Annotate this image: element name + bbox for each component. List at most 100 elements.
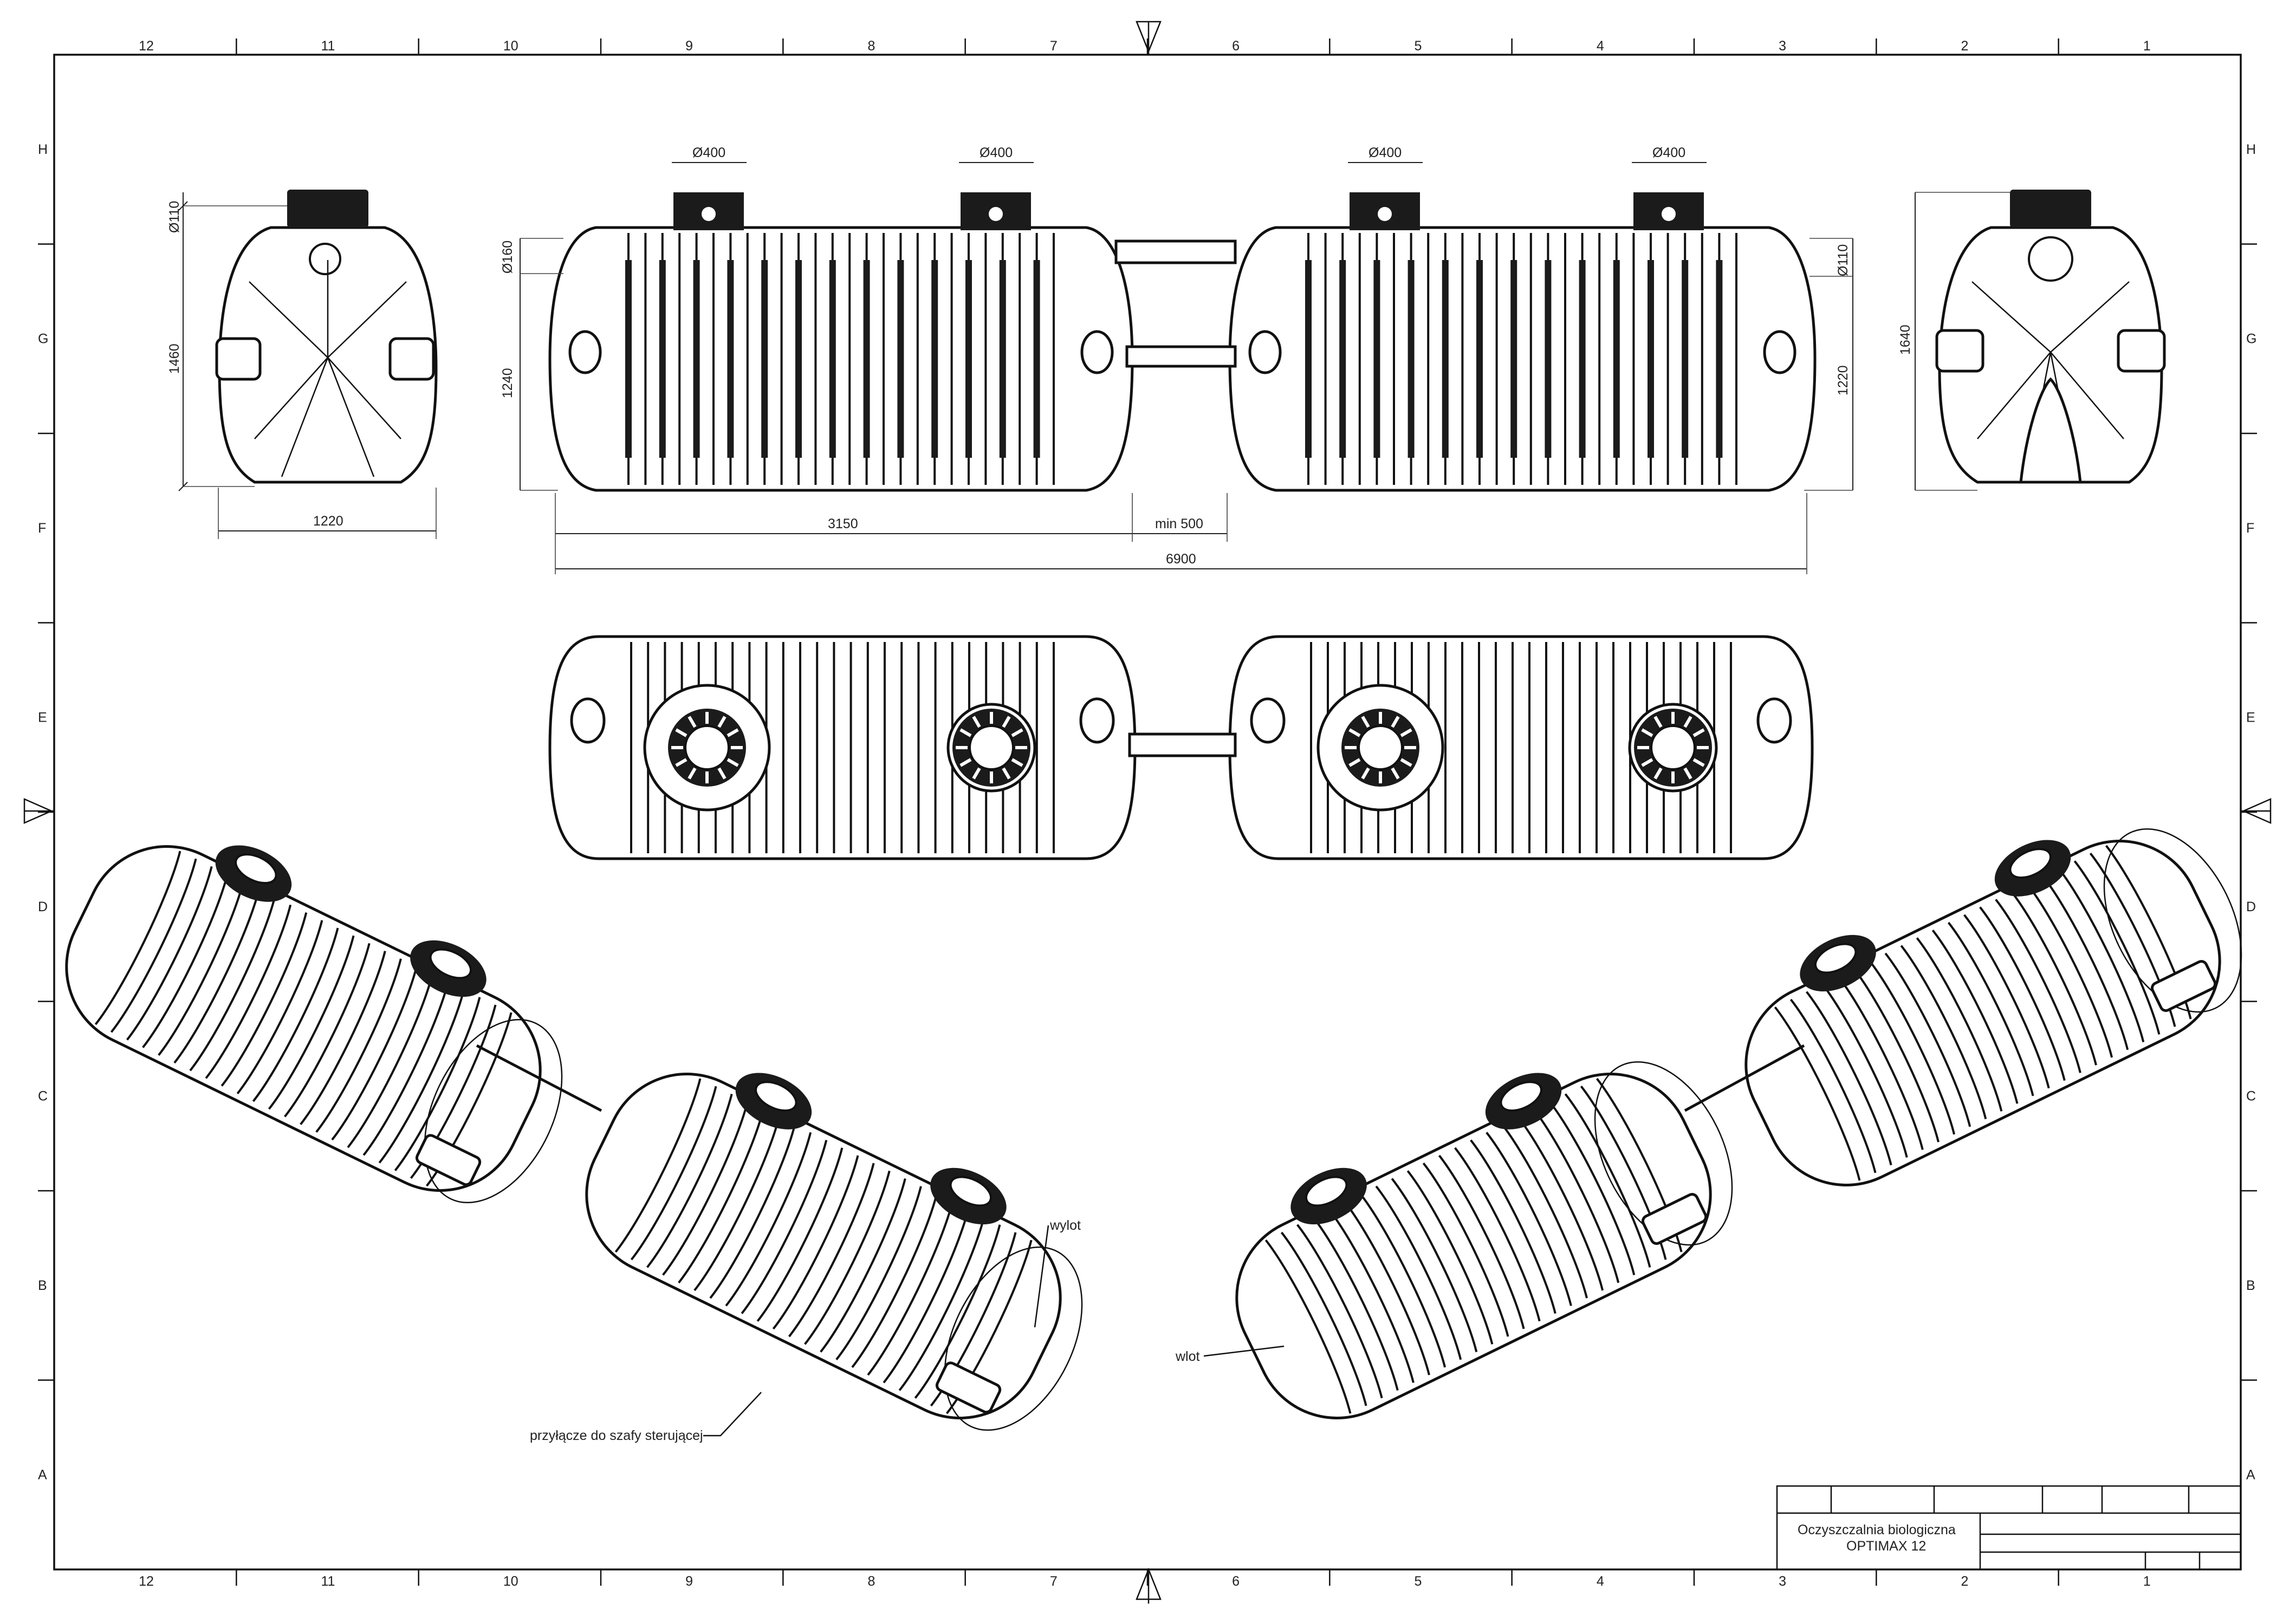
- iso-tank-rib: [756, 1147, 844, 1322]
- column-label: 8: [868, 38, 875, 54]
- tank-end-handle: [1763, 330, 1796, 374]
- iso-tank-rib: [851, 1193, 938, 1368]
- tank-end-handle: [570, 697, 606, 744]
- tank-end-handle: [1250, 697, 1286, 744]
- iso-tank-rib: [1264, 1239, 1352, 1414]
- callout-outlet: wylot: [1049, 1218, 1081, 1233]
- tank-body: [548, 226, 1134, 492]
- tank-rib-band: [1408, 260, 1415, 458]
- row-label: D: [2246, 899, 2256, 914]
- iso-left-connector: [476, 1044, 602, 1112]
- tank-rib-band: [625, 260, 632, 458]
- iso-tank-rib: [220, 912, 308, 1087]
- iso-tank-rib: [1344, 1201, 1430, 1376]
- iso-tank-rib: [362, 981, 450, 1156]
- hatch-lid-spoke: [1348, 728, 1361, 737]
- iso-left-tank-1: [65, 845, 563, 1204]
- callout-inlet: wlot: [1175, 1349, 1200, 1364]
- iso-tank-rib: [1947, 922, 2034, 1097]
- hatch-lid-spoke: [687, 767, 697, 780]
- iso-tank-rib: [331, 966, 418, 1141]
- hatch-lid-spoke: [717, 767, 727, 780]
- hatch-lid-spoke: [1692, 728, 1705, 737]
- iso-tank-rib: [709, 1124, 796, 1299]
- end-view-right-hatch: [2010, 190, 2091, 228]
- iso-tank-rib: [1422, 1162, 1509, 1337]
- tank-rib-band: [659, 260, 666, 458]
- top-view-connector: [1128, 732, 1237, 757]
- title-block: Oczyszczalnia biologiczna OPTIMAX 12: [1776, 1485, 2242, 1571]
- top-view-tank-2: [1228, 635, 1814, 860]
- iso-right-tank-2: [1235, 1061, 1733, 1419]
- column-label: 10: [503, 38, 518, 54]
- hatch-lid-spoke: [1641, 758, 1653, 767]
- iso-tank-rib: [189, 897, 276, 1072]
- hatch-lid-spoke: [1400, 758, 1412, 767]
- tank-rib-band: [999, 260, 1006, 458]
- dim-hatch-2: Ø400: [980, 145, 1013, 160]
- iso-tank-rib: [1869, 960, 1956, 1135]
- dim-end-left-pipe: Ø110: [167, 201, 182, 233]
- hatch-lid-spoke: [1361, 716, 1370, 728]
- iso-tank-rib: [1931, 929, 2019, 1104]
- tank-end-handle: [1248, 330, 1282, 374]
- end-view-right-support: [2019, 377, 2082, 484]
- hatch-lid-spoke: [1361, 767, 1370, 780]
- row-label: D: [38, 899, 48, 914]
- iso-tank-rib: [630, 1086, 717, 1261]
- tank-rib-band: [727, 260, 734, 458]
- iso-hatch-center: [1500, 1081, 1542, 1112]
- iso-tank-rib: [1995, 899, 2081, 1073]
- end-view-left-handle-right: [388, 337, 435, 381]
- column-label: 2: [1961, 38, 1969, 54]
- row-label: H: [38, 142, 48, 157]
- tank-rib-band: [1545, 260, 1552, 458]
- iso-tank-rib: [1391, 1178, 1478, 1352]
- iso-tank-rib: [883, 1209, 970, 1384]
- row-ticks: [38, 243, 2257, 1381]
- iso-tank-rib: [1979, 906, 2066, 1081]
- row-label: C: [2246, 1088, 2256, 1104]
- tank-rib-band: [829, 260, 836, 458]
- iso-tank-rib: [1963, 914, 2050, 1089]
- iso-tank-rib: [2058, 868, 2145, 1043]
- tank-rib-band: [1613, 260, 1620, 458]
- iso-tank-rib: [1375, 1185, 1462, 1360]
- center-mark-left: [23, 798, 54, 824]
- iso-handle: [935, 1361, 1002, 1414]
- iso-tank-rib: [788, 1163, 875, 1338]
- column-label: 2: [1961, 1574, 1969, 1589]
- iso-tank-rib: [315, 958, 402, 1133]
- tank-rib-band: [1339, 260, 1346, 458]
- end-view-left-pipe: [309, 243, 341, 275]
- iso-tank-rib: [268, 935, 355, 1110]
- side-view-connector-lower: [1125, 345, 1237, 368]
- hatch-lid-spoke: [687, 716, 697, 728]
- hatch-lid-spoke: [675, 728, 687, 737]
- end-view-right-handle-left: [1935, 329, 1984, 373]
- iso-tank-rib: [2073, 860, 2161, 1035]
- iso-tank-rib: [1280, 1231, 1367, 1406]
- center-mark-bottom: [1136, 1567, 1162, 1604]
- tank-rib-band: [1373, 260, 1380, 458]
- tank-rib-band: [795, 260, 802, 458]
- hatch-lid-spoke: [1641, 728, 1653, 737]
- iso-tank-rib: [1900, 945, 1987, 1119]
- column-label: 1: [2143, 1574, 2151, 1589]
- iso-tank-body: [1744, 840, 2221, 1186]
- hatch-cover-hole: [1378, 207, 1392, 221]
- iso-tank-rib: [1501, 1124, 1588, 1299]
- iso-tank-rib: [614, 1078, 702, 1253]
- column-label: 3: [1779, 38, 1786, 54]
- end-view-right-pipe: [2028, 236, 2073, 282]
- iso-hatch-center: [755, 1081, 797, 1112]
- iso-tank-rib: [1312, 1216, 1399, 1391]
- hatch-lid-spoke: [675, 758, 687, 767]
- callouts: wylot wlot przyłącze do szafy sterującej: [530, 1218, 1285, 1443]
- iso-tank-end: [2103, 828, 2242, 1013]
- column-label: 6: [1232, 38, 1240, 54]
- tank-rib-band: [693, 260, 700, 458]
- column-label: 9: [685, 38, 693, 54]
- iso-tank-rib: [1438, 1154, 1525, 1329]
